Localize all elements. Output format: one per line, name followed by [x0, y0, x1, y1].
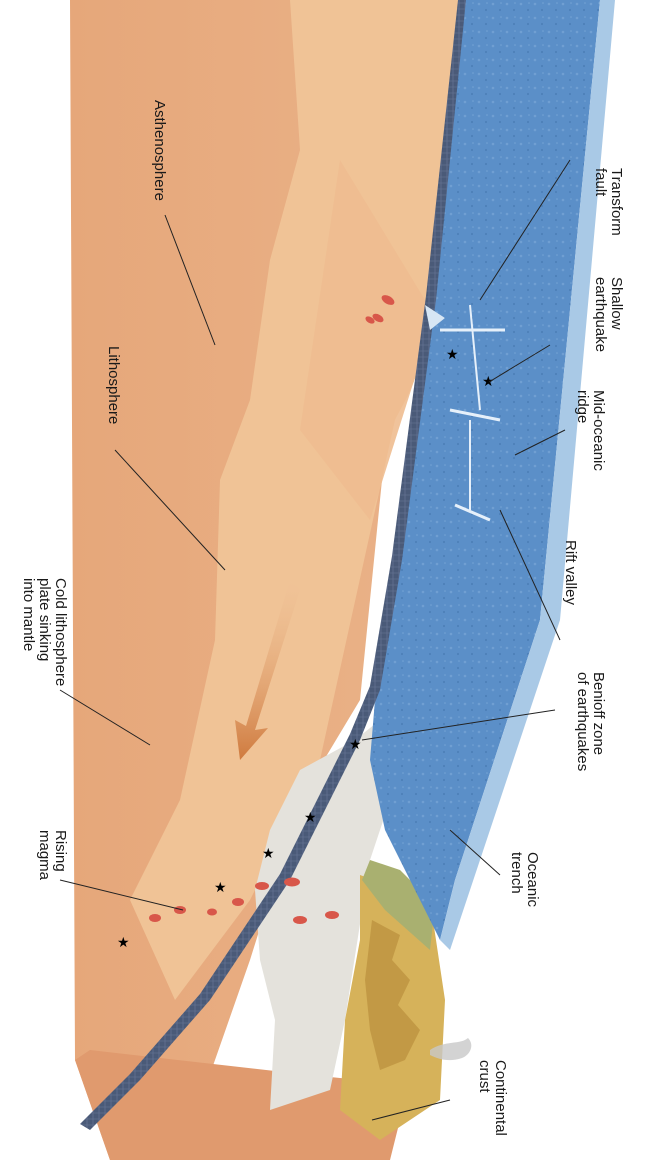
- earthquake-star-icon: ★: [262, 846, 275, 862]
- label-lithosphere: Lithosphere: [105, 346, 121, 424]
- label-asthenosphere: Asthenosphere: [151, 100, 167, 201]
- earthquake-star-icon: ★: [349, 737, 362, 753]
- earthquake-star-icon: ★: [482, 374, 495, 390]
- earthquake-star-icon: ★: [117, 935, 130, 951]
- earthquake-star-icon: ★: [446, 347, 459, 363]
- earthquake-star-icon: ★: [304, 810, 317, 826]
- label-rift-valley: Rift valley: [562, 540, 578, 605]
- earthquake-star-icon: ★: [214, 880, 227, 896]
